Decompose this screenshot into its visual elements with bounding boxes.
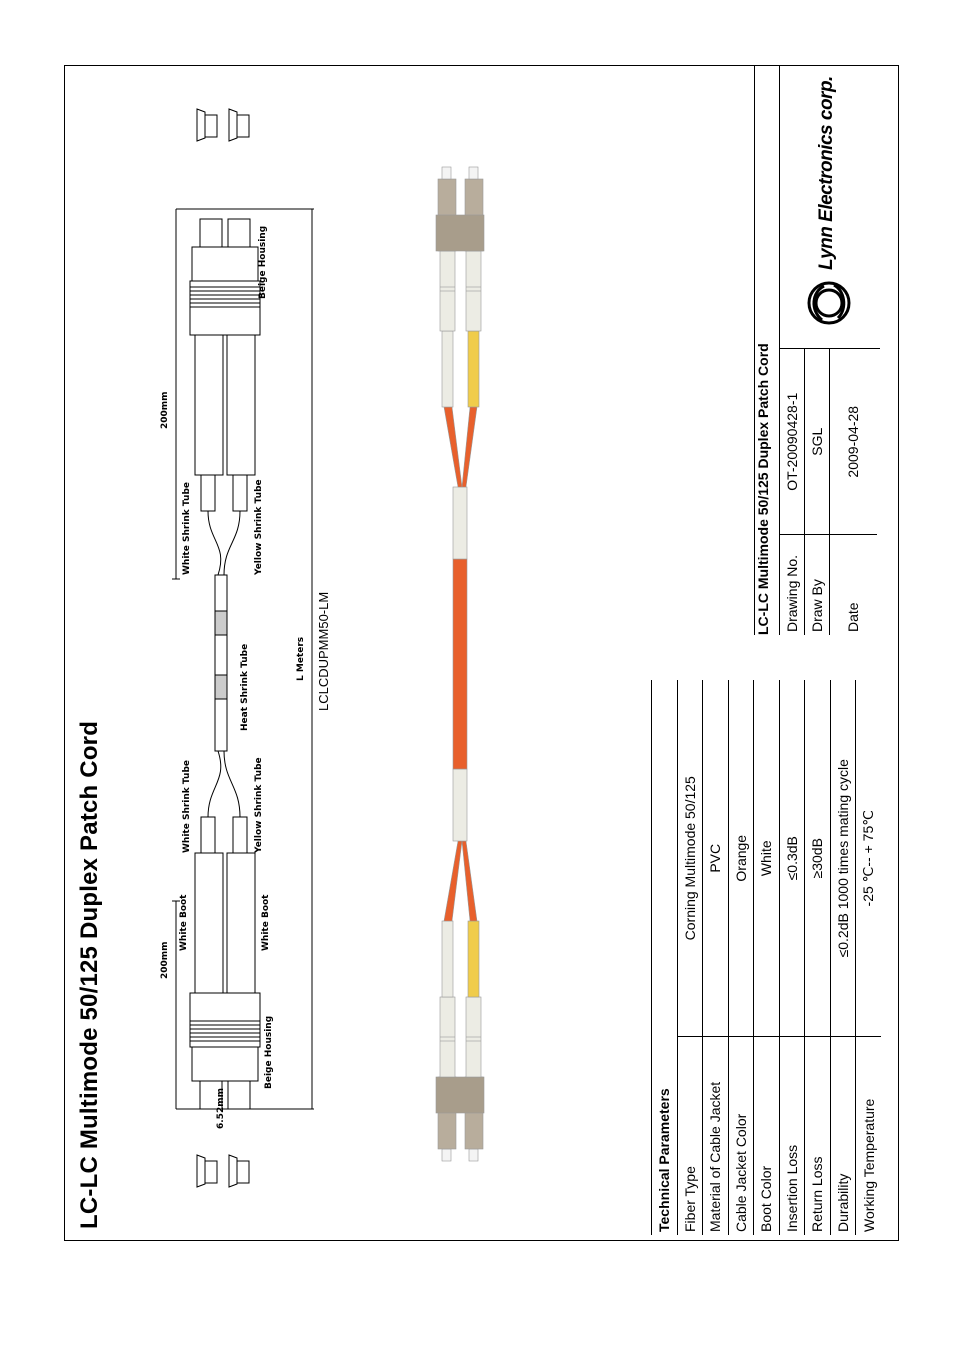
table-header-row: Technical Parameters [651,680,677,1235]
table-row: Insertion Loss≤0.3dB [779,680,805,1235]
dust-cap-left [196,1154,250,1188]
param-label: Material of Cable Jacket [702,1037,728,1235]
company-logo-icon [807,281,851,325]
param-label: Return Loss [804,1037,830,1235]
table-row: Draw By SGL [804,349,830,635]
connector-right [189,218,261,576]
part-number: LCLCDUPMM50-LM [316,591,331,711]
param-label: Cable Jacket Color [728,1037,754,1235]
param-label: Durability [830,1037,856,1235]
table-row: Return Loss≥30dB [804,680,830,1235]
dust-cap-right [196,108,250,142]
label-dim-200-left: 200mm [160,941,170,979]
label-white-boot-top: White Boot [179,894,189,952]
label-dim-200-right: 200mm [160,391,170,429]
table-header: Technical Parameters [651,680,677,1235]
param-label: Boot Color [753,1037,779,1235]
param-value: Corning Multimode 50/125 [677,680,703,1037]
connector-left [189,750,261,1110]
title-block-table: Drawing No. OT-20090428-1 Draw By SGL Da… [779,349,877,635]
table-row: Drawing No. OT-20090428-1 [779,349,805,635]
drawing-no-label: Drawing No. [779,535,805,635]
title-block: LC-LC Multimode 50/125 Duplex Patch Cord… [754,65,880,635]
label-white-boot-bottom: White Boot [261,894,271,952]
label-dim-652: 6.52mm [216,1088,226,1129]
drawing-frame [64,65,899,1241]
param-value: Orange [728,680,754,1037]
param-value: ≤0.3dB [779,680,805,1037]
table-row: Working Temperature -25 ℃-- + 75℃ [855,680,881,1235]
label-white-shrink-tube-right: White Shrink Tube [182,481,192,575]
param-label: Fiber Type [677,1037,703,1235]
date-label: Date [829,535,877,635]
param-value: -25 ℃-- + 75℃ [855,680,881,1037]
label-beige-housing-right: Beige Housing [258,225,268,299]
param-value: ≤0.2dB 1000 times mating cycle [830,680,856,1037]
label-yellow-shrink-tube-left: Yellow Shrink Tube [254,757,264,853]
label-yellow-shrink-tube-right: Yellow Shrink Tube [254,479,264,575]
product-illustration [435,166,485,1162]
schematic-diagram [172,108,314,1188]
company-name: Lynn Electronics corp. [816,76,837,270]
heat-shrink-tube-right [214,610,228,636]
date-value: 2009-04-28 [829,349,877,535]
drawing-no-value: OT-20090428-1 [779,349,805,535]
param-label: Insertion Loss [779,1037,805,1235]
heat-shrink-tube-left [214,674,228,700]
draw-by-label: Draw By [804,535,830,635]
draw-by-value: SGL [804,349,830,535]
table-row: Durability≤0.2dB 1000 times mating cycle [830,680,856,1235]
label-length: L Meters [296,636,306,681]
title-block-title: LC-LC Multimode 50/125 Duplex Patch Cord [755,343,771,635]
param-value: White [753,680,779,1037]
label-beige-housing-left: Beige Housing [264,1015,274,1089]
param-label: Working Temperature [860,1098,877,1232]
param-value: PVC [702,680,728,1037]
label-white-shrink-tube-left: White Shrink Tube [182,759,192,853]
table-row: Date 2009-04-28 [829,349,877,635]
param-value: ≥30dB [804,680,830,1037]
label-heat-shrink-tube: Heat Shrink Tube [240,643,250,731]
drawing-sheet: LC-LC Multimode 50/125 Duplex Patch Cord [64,65,899,1241]
company-logo-area: Lynn Electronics corp. [779,65,880,349]
